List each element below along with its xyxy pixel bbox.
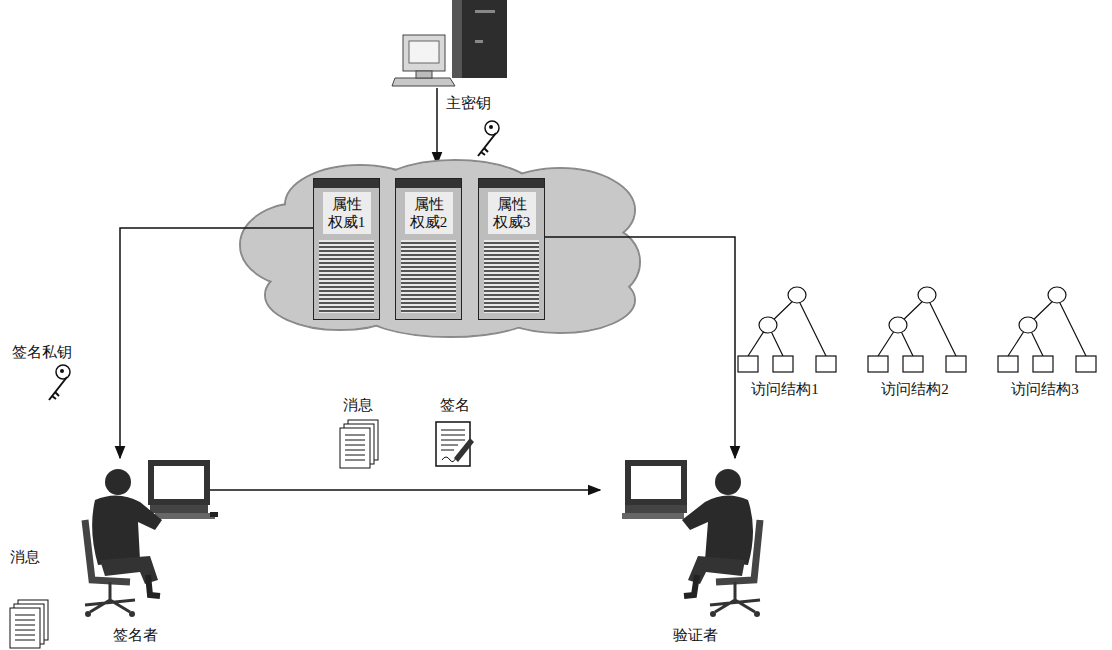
arrow-connector xyxy=(545,237,735,458)
server-top xyxy=(314,179,379,188)
node-label: 属性 权威1 xyxy=(323,192,371,234)
node-label: 签名者 xyxy=(111,626,160,644)
message-icon xyxy=(10,600,48,648)
server-vents xyxy=(484,240,540,313)
access-structure-label: 访问结构3 xyxy=(1011,380,1079,398)
server-vents xyxy=(401,240,457,313)
node-label: 验证者 xyxy=(671,626,720,644)
signer-figure xyxy=(85,460,218,617)
signature-label: 签名 xyxy=(440,396,470,414)
key-arrow xyxy=(436,88,438,164)
access-trees xyxy=(738,287,1096,372)
server-top xyxy=(479,179,544,188)
key-label: 主密钥 xyxy=(446,94,491,112)
verifier: 验证者 xyxy=(600,458,790,644)
server-top xyxy=(396,179,461,188)
access-tree xyxy=(998,287,1096,372)
verifier-figure xyxy=(622,460,760,617)
master-computer xyxy=(392,0,507,86)
node-label: 属性 权威2 xyxy=(405,192,453,234)
key-icon xyxy=(478,121,499,156)
signer: 签名者 xyxy=(60,458,210,644)
message-label: 消息 xyxy=(10,548,40,566)
signature-icon xyxy=(436,422,474,466)
attribute-authority: 属性 权威2 xyxy=(395,178,462,320)
arrow-connector xyxy=(210,489,600,491)
key-icon xyxy=(49,365,70,400)
access-structure-label: 访问结构1 xyxy=(751,380,819,398)
arrow-connector xyxy=(120,228,313,458)
message-icon xyxy=(340,420,378,468)
node-label: 属性 权威3 xyxy=(488,192,536,234)
cloud xyxy=(240,160,640,337)
access-tree xyxy=(868,287,966,372)
access-structure-label: 访问结构2 xyxy=(881,380,949,398)
attribute-authority: 属性 权威1 xyxy=(313,178,380,320)
message-label: 消息 xyxy=(343,396,373,414)
access-tree xyxy=(738,287,836,372)
attribute-authority: 属性 权威3 xyxy=(478,178,545,320)
key-label: 签名私钥 xyxy=(12,343,72,361)
server-vents xyxy=(319,240,375,313)
